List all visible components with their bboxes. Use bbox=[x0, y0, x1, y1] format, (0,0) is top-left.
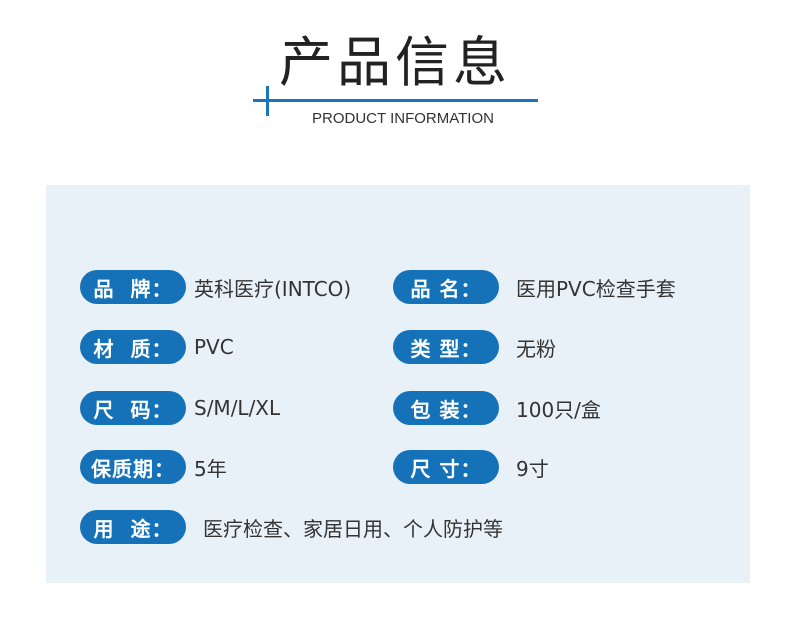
spec-value: 英科医疗(INTCO) bbox=[194, 276, 352, 301]
spec-label: 品 牌： bbox=[80, 270, 186, 304]
spec-label: 包 装： bbox=[393, 391, 499, 425]
spec-value: 医用PVC检查手套 bbox=[516, 276, 676, 301]
spec-value: 9寸 bbox=[516, 456, 549, 481]
spec-size-code: 尺 码： S/M/L/XL bbox=[80, 391, 280, 425]
spec-value: 5年 bbox=[194, 456, 227, 481]
spec-label: 尺 寸： bbox=[393, 450, 499, 484]
spec-shelf-life: 保质期： 5年 bbox=[80, 450, 227, 484]
spec-label: 材 质： bbox=[80, 330, 186, 364]
spec-label: 用 途： bbox=[80, 510, 186, 544]
spec-packaging: 包 装： 100只/盒 bbox=[393, 391, 601, 425]
spec-product-name: 品 名： 医用PVC检查手套 bbox=[393, 270, 676, 304]
spec-value: PVC bbox=[194, 335, 234, 359]
spec-value: 无粉 bbox=[516, 336, 556, 361]
spec-value: 医疗检查、家居日用、个人防护等 bbox=[203, 516, 503, 541]
spec-brand: 品 牌： 英科医疗(INTCO) bbox=[80, 270, 351, 304]
spec-value: 100只/盒 bbox=[516, 397, 601, 422]
spec-dimension: 尺 寸： 9寸 bbox=[393, 450, 549, 484]
spec-label: 品 名： bbox=[393, 270, 499, 304]
spec-label: 类 型： bbox=[393, 330, 499, 364]
spec-material: 材 质： PVC bbox=[80, 330, 234, 364]
spec-value: S/M/L/XL bbox=[194, 396, 281, 420]
page-title: 产品信息 bbox=[279, 31, 511, 94]
title-accent-mark bbox=[266, 86, 269, 116]
spec-label: 保质期： bbox=[80, 450, 186, 484]
spec-type: 类 型： 无粉 bbox=[393, 330, 556, 364]
spec-usage: 用 途： 医疗检查、家居日用、个人防护等 bbox=[80, 510, 503, 544]
spec-label: 尺 码： bbox=[80, 391, 186, 425]
title-underline bbox=[253, 99, 538, 102]
page-subtitle: PRODUCT INFORMATION bbox=[312, 110, 494, 127]
